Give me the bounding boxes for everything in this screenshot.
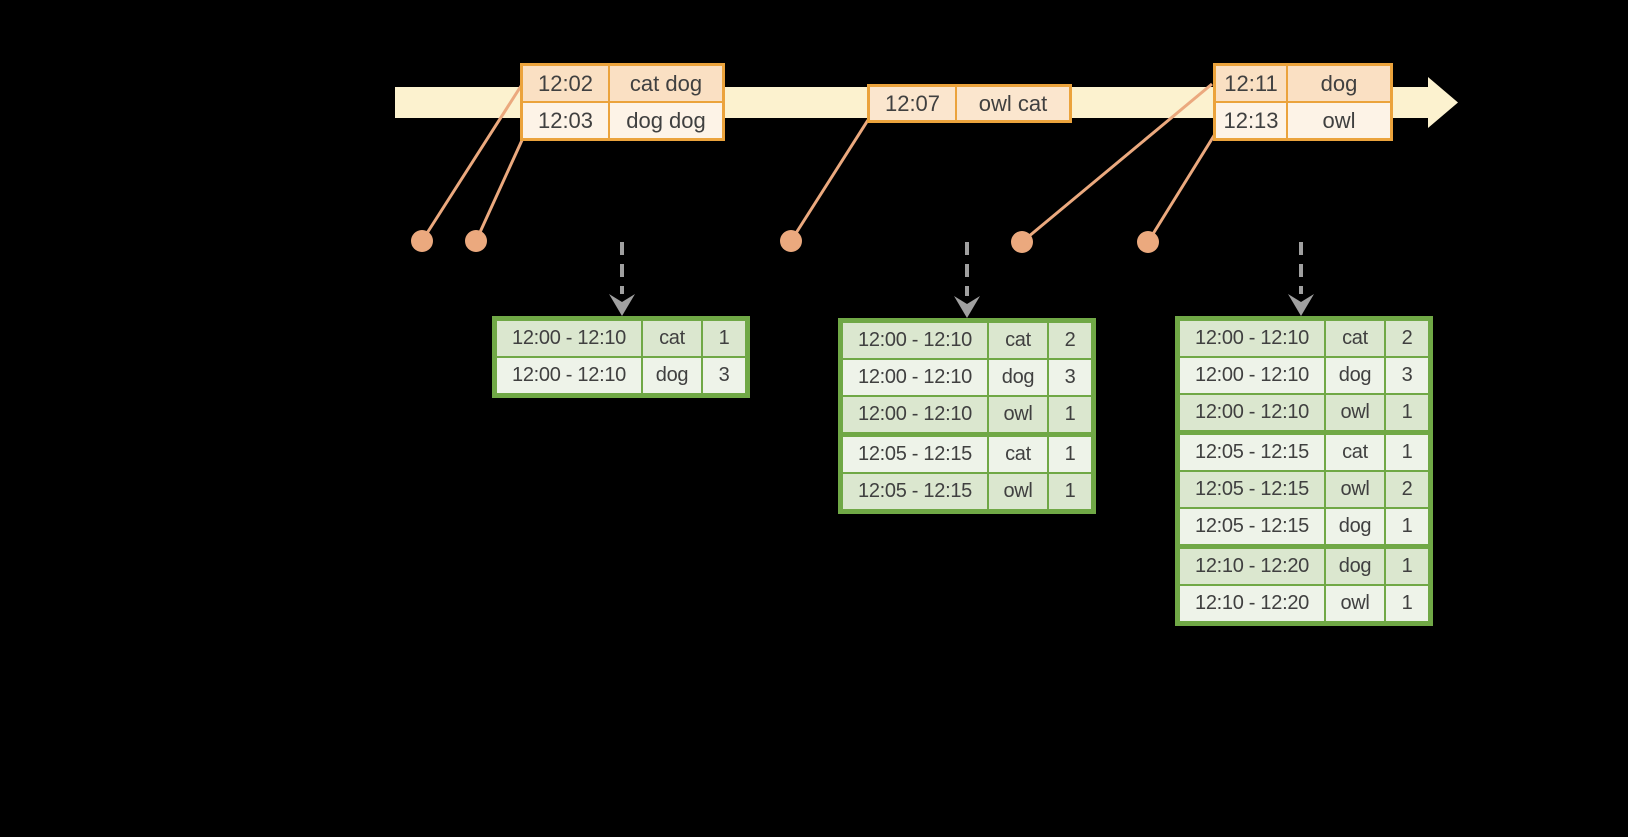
trigger-arrow xyxy=(1288,242,1314,316)
event-time-cell: 12:13 xyxy=(1216,103,1286,138)
trigger-arrow xyxy=(609,242,635,316)
window-cell: 12:00 - 12:10 xyxy=(497,321,641,356)
word-cell: owl xyxy=(989,397,1047,432)
word-cell: owl xyxy=(989,474,1047,509)
word-cell: cat xyxy=(989,437,1047,472)
trigger-arrowhead-icon xyxy=(1288,294,1314,316)
count-cell: 2 xyxy=(1049,323,1091,358)
word-cell: dog xyxy=(1326,549,1384,584)
word-cell: dog xyxy=(1326,358,1384,393)
connector-line xyxy=(789,119,870,242)
window-cell: 12:05 - 12:15 xyxy=(1180,435,1324,470)
word-cell: owl xyxy=(1326,395,1384,430)
event-words-cell: dog xyxy=(1288,66,1390,101)
window-cell: 12:10 - 12:20 xyxy=(1180,549,1324,584)
event-time-cell: 12:11 xyxy=(1216,66,1286,101)
connector-line xyxy=(1021,82,1213,244)
event-dot xyxy=(780,230,802,252)
count-cell: 1 xyxy=(1386,395,1428,430)
count-cell: 1 xyxy=(1386,509,1428,544)
word-cell: dog xyxy=(1326,509,1384,544)
count-cell: 3 xyxy=(1049,360,1091,395)
trigger-arrowhead-icon xyxy=(954,296,980,318)
window-cell: 12:05 - 12:15 xyxy=(1180,509,1324,544)
word-cell: cat xyxy=(989,323,1047,358)
connector-line xyxy=(1146,133,1217,243)
trigger-arrowhead-icon xyxy=(609,294,635,316)
count-cell: 2 xyxy=(1386,472,1428,507)
event-words-cell: owl xyxy=(1288,103,1390,138)
word-cell: owl xyxy=(1326,472,1384,507)
event-words-cell: owl cat xyxy=(957,87,1069,120)
window-cell: 12:00 - 12:10 xyxy=(1180,358,1324,393)
count-cell: 1 xyxy=(1386,549,1428,584)
word-cell: owl xyxy=(1326,586,1384,621)
window-cell: 12:00 - 12:10 xyxy=(1180,395,1324,430)
word-cell: dog xyxy=(643,358,701,393)
count-cell: 1 xyxy=(703,321,745,356)
window-cell: 12:00 - 12:10 xyxy=(843,360,987,395)
event-time-cell: 12:02 xyxy=(523,66,608,101)
trigger-arrow xyxy=(954,242,980,318)
count-cell: 3 xyxy=(703,358,745,393)
window-cell: 12:05 - 12:15 xyxy=(1180,472,1324,507)
connector-line xyxy=(420,85,523,242)
event-dot xyxy=(1137,231,1159,253)
event-words-cell: dog dog xyxy=(610,103,722,138)
count-cell: 1 xyxy=(1049,474,1091,509)
event-dot xyxy=(411,230,433,252)
word-cell: cat xyxy=(1326,321,1384,356)
word-cell: dog xyxy=(989,360,1047,395)
count-cell: 1 xyxy=(1049,397,1091,432)
connector-line xyxy=(474,137,525,242)
timeline-arrowhead-icon xyxy=(1428,77,1458,128)
window-cell: 12:05 - 12:15 xyxy=(843,437,987,472)
event-time-cell: 12:03 xyxy=(523,103,608,138)
word-cell: cat xyxy=(643,321,701,356)
event-words-cell: cat dog xyxy=(610,66,722,101)
window-cell: 12:10 - 12:20 xyxy=(1180,586,1324,621)
count-cell: 1 xyxy=(1386,435,1428,470)
word-cell: cat xyxy=(1326,435,1384,470)
event-dot xyxy=(465,230,487,252)
count-cell: 2 xyxy=(1386,321,1428,356)
window-cell: 12:05 - 12:15 xyxy=(843,474,987,509)
count-cell: 1 xyxy=(1386,586,1428,621)
count-cell: 3 xyxy=(1386,358,1428,393)
window-cell: 12:00 - 12:10 xyxy=(843,323,987,358)
window-cell: 12:00 - 12:10 xyxy=(1180,321,1324,356)
count-cell: 1 xyxy=(1049,437,1091,472)
event-dot xyxy=(1011,231,1033,253)
window-cell: 12:00 - 12:10 xyxy=(843,397,987,432)
event-time-cell: 12:07 xyxy=(870,87,955,120)
window-cell: 12:00 - 12:10 xyxy=(497,358,641,393)
